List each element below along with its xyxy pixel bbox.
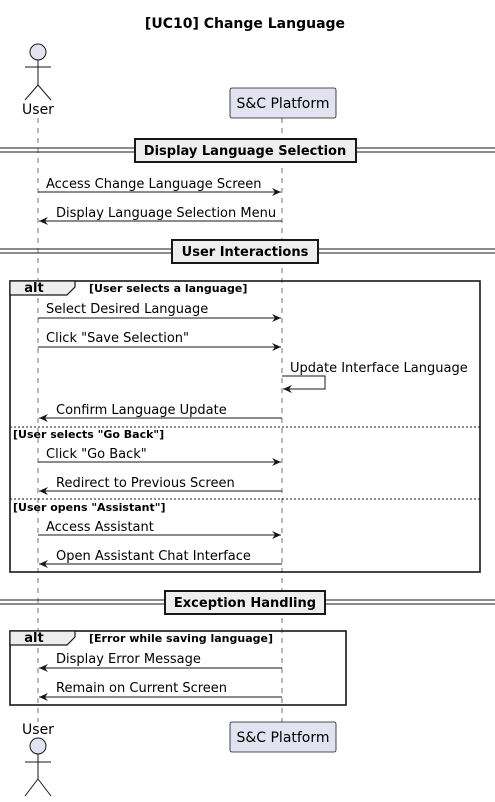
message-display-error-message: Display Error Message bbox=[39, 652, 282, 672]
message-label: Access Assistant bbox=[46, 520, 154, 535]
message-label: Display Error Message bbox=[56, 652, 201, 667]
message-label: Click "Save Selection" bbox=[46, 331, 189, 346]
user-actor-bottom bbox=[24, 737, 52, 797]
platform-participant-box-bottom bbox=[229, 721, 337, 753]
message-label: Display Language Selection Menu bbox=[56, 206, 276, 221]
message-label: Remain on Current Screen bbox=[56, 681, 227, 696]
message-label: Redirect to Previous Screen bbox=[56, 476, 235, 491]
divider-label: User Interactions bbox=[182, 245, 309, 260]
message-open-assistant-chat-interface: Open Assistant Chat Interface bbox=[39, 549, 282, 568]
message-select-desired-language: Select Desired Language bbox=[38, 302, 281, 322]
alt-fragment-user-interactions: alt [User selects a language] [User sele… bbox=[9, 280, 481, 573]
platform-participant-label-bottom: S&C Platform bbox=[236, 730, 329, 746]
user-actor-top bbox=[24, 43, 52, 101]
alt-fragment-keyword: alt bbox=[24, 281, 43, 296]
message-label: Access Change Language Screen bbox=[46, 177, 262, 192]
message-display-language-selection-menu: Display Language Selection Menu bbox=[39, 206, 282, 225]
platform-participant-box-top bbox=[229, 87, 337, 119]
message-access-change-language-screen: Access Change Language Screen bbox=[38, 177, 281, 196]
diagram-title: [UC10] Change Language bbox=[145, 16, 345, 32]
divider-label: Display Language Selection bbox=[144, 144, 346, 159]
message-label: Select Desired Language bbox=[46, 302, 208, 317]
alt-guard-condition: [User opens "Assistant"] bbox=[13, 501, 166, 514]
message-label: Click "Go Back" bbox=[46, 447, 147, 462]
message-click-save-selection: Click "Save Selection" bbox=[38, 331, 281, 351]
divider-label: Exception Handling bbox=[174, 596, 316, 611]
alt-guard-condition: [Error while saving language] bbox=[89, 632, 273, 645]
divider-exception-handling: Exception Handling bbox=[0, 590, 495, 615]
alt-guard-condition: [User selects "Go Back"] bbox=[13, 428, 164, 441]
divider-display-language-selection: Display Language Selection bbox=[0, 138, 495, 163]
alt-guard-condition: [User selects a language] bbox=[89, 282, 247, 295]
alt-fragment-exception: alt [Error while saving language] bbox=[9, 630, 347, 706]
platform-participant-label-top: S&C Platform bbox=[236, 96, 329, 112]
message-confirm-language-update: Confirm Language Update bbox=[39, 403, 282, 422]
message-remain-on-current-screen: Remain on Current Screen bbox=[39, 681, 282, 701]
message-redirect-to-previous-screen: Redirect to Previous Screen bbox=[39, 476, 282, 495]
message-update-interface-language: Update Interface Language bbox=[282, 361, 468, 393]
alt-fragment-keyword: alt bbox=[24, 631, 43, 646]
user-actor-label-top: User bbox=[22, 102, 54, 118]
message-access-assistant: Access Assistant bbox=[38, 520, 281, 539]
message-label: Open Assistant Chat Interface bbox=[56, 549, 251, 564]
divider-user-interactions: User Interactions bbox=[0, 239, 495, 264]
message-label: Update Interface Language bbox=[290, 361, 468, 376]
user-actor-label-bottom: User bbox=[22, 722, 54, 738]
message-label: Confirm Language Update bbox=[56, 403, 227, 418]
message-click-go-back: Click "Go Back" bbox=[38, 447, 281, 466]
